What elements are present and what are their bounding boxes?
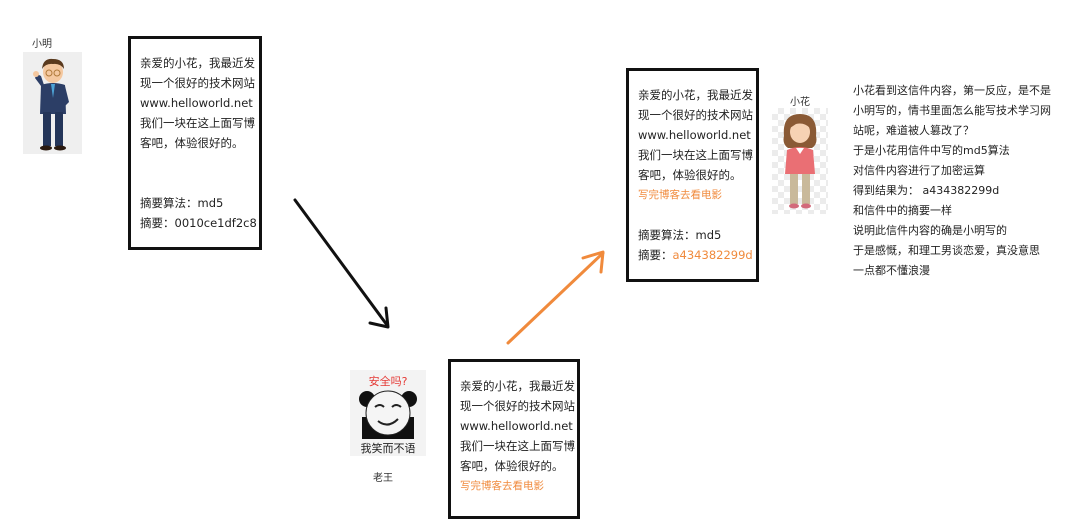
narration-text: 小花看到这信件内容，第一反应，是不是 小明写的，情书里面怎么能写技术学习网 站呢… xyxy=(853,81,1051,281)
letter-line: 我们一块在这上面写博 xyxy=(460,439,575,453)
added-line: 写完博客去看电影 xyxy=(638,189,722,201)
narration-line: 说明此信件内容的确是小明写的 xyxy=(853,224,1007,237)
letter-line: 现一个很好的技术网站 xyxy=(140,76,255,90)
letter-url: www.helloworld.net xyxy=(140,96,253,110)
xiaoming-name-label: 小明 xyxy=(32,39,52,50)
narration-line: 对信件内容进行了加密运算 xyxy=(853,164,985,177)
xiaohua-name-label: 小花 xyxy=(790,97,810,108)
meme-top-text: 安全吗? xyxy=(368,375,408,388)
digest-label: 摘要： xyxy=(638,248,673,262)
received-letter-card: 亲爱的小花，我最近发 现一个很好的技术网站 www.helloworld.net… xyxy=(626,68,759,282)
xiaoming-avatar xyxy=(23,52,82,154)
digest-label: 摘要： xyxy=(140,216,175,230)
letter-url: www.helloworld.net xyxy=(638,128,751,142)
narration-line: 小明写的，情书里面怎么能写技术学习网 xyxy=(853,104,1051,117)
narration-line: 和信件中的摘要一样 xyxy=(853,204,952,217)
panda-face-icon xyxy=(359,390,417,439)
letter-line: 客吧，体验很好的。 xyxy=(140,136,244,150)
letter-line: 现一个很好的技术网站 xyxy=(638,108,753,122)
narration-line: 小花看到这信件内容，第一反应，是不是 xyxy=(853,84,1051,97)
xiaohua-avatar xyxy=(772,108,828,214)
letter-line: 客吧，体验很好的。 xyxy=(460,459,564,473)
digest-algorithm: 摘要算法：md5 xyxy=(140,196,224,210)
meme-bottom-text: 我笑而不语 xyxy=(360,442,416,455)
narration-line: 于是感慨，和理工男谈恋爱，真没意思 xyxy=(853,244,1040,257)
letter-url: www.helloworld.net xyxy=(460,419,573,433)
arrow-to-laowang-icon xyxy=(293,198,390,329)
narration-line: 得到结果为： a434382299d xyxy=(853,184,1000,197)
letter-line: 客吧，体验很好的。 xyxy=(638,168,742,182)
laowang-name-label: 老王 xyxy=(373,473,393,484)
letter-line: 我们一块在这上面写博 xyxy=(638,148,753,162)
narration-line: 站呢，难道被人篡改了？ xyxy=(853,124,974,137)
digest-value: a434382299d xyxy=(672,248,753,262)
tampered-letter-card: 亲爱的小花，我最近发 现一个很好的技术网站 www.helloworld.net… xyxy=(448,359,580,519)
original-letter-card: 亲爱的小花，我最近发 现一个很好的技术网站 www.helloworld.net… xyxy=(128,36,262,250)
woman-figure-icon xyxy=(783,114,817,209)
man-figure-icon xyxy=(33,58,69,151)
narration-line: 于是小花用信件中写的md5算法 xyxy=(853,144,1010,157)
digest-line: 摘要：0010ce1df2c8 xyxy=(140,213,259,233)
letter-line: 我们一块在这上面写博 xyxy=(140,116,255,130)
letter-line: 亲爱的小花，我最近发 xyxy=(140,56,255,70)
letter-line: 亲爱的小花，我最近发 xyxy=(460,379,575,393)
digest-value: 0010ce1df2c8 xyxy=(174,216,257,230)
letter-line: 现一个很好的技术网站 xyxy=(460,399,575,413)
added-line: 写完博客去看电影 xyxy=(460,480,544,492)
digest-line: 摘要：a434382299d xyxy=(638,245,756,265)
arrow-to-xiaohua-icon xyxy=(506,250,605,345)
digest-algorithm: 摘要算法：md5 xyxy=(638,228,722,242)
narration-line: 一点都不懂浪漫 xyxy=(853,264,930,277)
laowang-meme-image: 安全吗? 我笑而不语 xyxy=(350,370,426,456)
letter-line: 亲爱的小花，我最近发 xyxy=(638,88,753,102)
